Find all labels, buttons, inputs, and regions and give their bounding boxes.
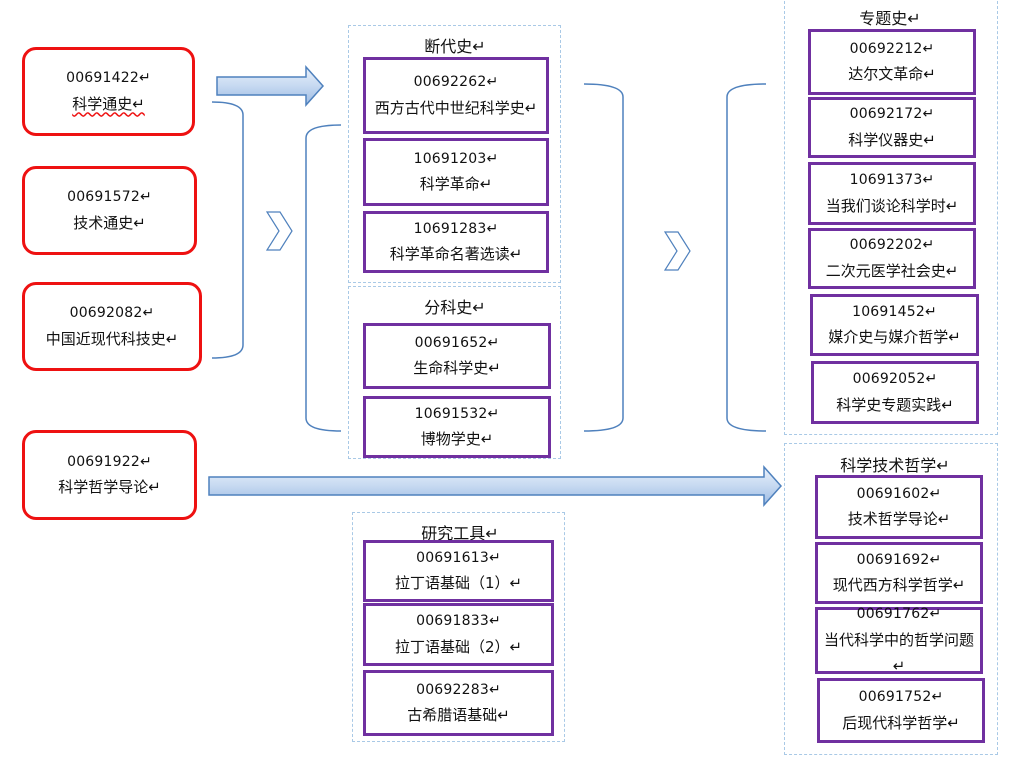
course-code: 00691652↵ xyxy=(414,334,500,351)
course-name: 科学革命名著选读↵ xyxy=(389,245,523,264)
course-name: 当我们谈论科学时↵ xyxy=(825,196,959,215)
course-box: 00691762↵ 当代科学中的哲学问题↵ xyxy=(815,606,983,675)
course-name: 现代西方科学哲学↵ xyxy=(832,576,966,595)
group-research-tools xyxy=(352,512,565,742)
course-box: 00692262↵ 西方古代中世纪科学史↵ xyxy=(363,57,549,134)
course-code: 00692212↵ xyxy=(849,40,935,57)
intro-course: 00692082↵ 中国近现代科技史↵ xyxy=(22,282,202,371)
course-name: 拉丁语基础（1）↵ xyxy=(394,574,523,593)
course-name: 科学仪器史↵ xyxy=(848,130,936,149)
course-box: 10691452↵ 媒介史与媒介哲学↵ xyxy=(810,294,979,356)
course-name: 技术哲学导论↵ xyxy=(847,510,951,529)
course-code: 00691922↵ xyxy=(67,453,152,470)
course-box: 00692212↵ 达尔文革命↵ xyxy=(808,29,976,95)
course-name: 媒介史与媒介哲学↵ xyxy=(828,328,961,347)
course-box: 10691532↵ 博物学史↵ xyxy=(363,396,551,458)
course-name: 科学哲学导论↵ xyxy=(58,478,161,497)
course-code: 00691602↵ xyxy=(856,485,942,502)
course-code: 10691452↵ xyxy=(852,303,937,320)
bracket-history-open xyxy=(305,124,342,432)
course-code: 00692052↵ xyxy=(852,371,938,388)
course-name: 古希腊语基础↵ xyxy=(407,706,510,725)
course-code: 10691203↵ xyxy=(413,150,499,167)
course-code: 00691422↵ xyxy=(66,70,151,87)
course-code: 00692082↵ xyxy=(69,305,155,322)
arrow-intro-to-philosophy xyxy=(208,465,783,507)
bracket-history-close xyxy=(583,83,624,432)
intro-course: 00691422↵ 科学通史↵ xyxy=(22,47,195,136)
course-box: 00692172↵ 科学仪器史↵ xyxy=(808,97,976,158)
group-disciplinary-history xyxy=(348,286,561,459)
course-name: 科学革命↵ xyxy=(419,175,493,194)
course-box: 00691602↵ 技术哲学导论↵ xyxy=(815,475,983,539)
course-name: 西方古代中世纪科学史↵ xyxy=(374,98,538,117)
course-code: 00691752↵ xyxy=(858,689,944,706)
course-name: 技术通史↵ xyxy=(73,213,146,232)
bracket-topics-open xyxy=(726,83,767,432)
course-code: 00692262↵ xyxy=(413,74,499,91)
course-code: 10691532↵ xyxy=(414,405,500,422)
course-name: 生命科学史↵ xyxy=(413,359,501,378)
group-title: 科学技术哲学↵ xyxy=(820,452,970,476)
group-title: 专题史↵ xyxy=(840,5,940,29)
group-title: 分科史↵ xyxy=(400,294,510,318)
course-box: 00692052↵ 科学史专题实践↵ xyxy=(811,361,979,424)
group-special-topics xyxy=(784,0,998,435)
course-code: 00691692↵ xyxy=(856,551,942,568)
course-box: 00692202↵ 二次元医学社会史↵ xyxy=(808,228,976,289)
course-name: 拉丁语基础（2）↵ xyxy=(394,637,523,656)
course-box: 00691833↵ 拉丁语基础（2）↵ xyxy=(363,603,554,666)
course-code: 00692202↵ xyxy=(849,237,935,254)
arrow-intro-to-history xyxy=(216,65,325,107)
chevron-icon xyxy=(265,211,293,251)
course-box: 00691613↵ 拉丁语基础（1）↵ xyxy=(363,540,554,602)
course-code: 00691613↵ xyxy=(416,549,501,566)
course-code: 00691833↵ xyxy=(416,613,501,630)
course-box: 10691373↵ 当我们谈论科学时↵ xyxy=(808,162,976,225)
course-code: 00691762↵ xyxy=(856,606,942,622)
course-name: 中国近现代科技史↵ xyxy=(45,329,179,348)
chevron-icon xyxy=(663,231,691,271)
course-name: 当代科学中的哲学问题↵ xyxy=(823,630,974,675)
course-name: 二次元医学社会史↵ xyxy=(825,261,959,280)
course-box: 10691203↵ 科学革命↵ xyxy=(363,138,549,206)
course-code: 10691373↵ xyxy=(849,172,935,189)
intro-course: 00691922↵ 科学哲学导论↵ xyxy=(22,430,197,520)
course-name: 后现代科学哲学↵ xyxy=(842,713,960,732)
course-name: 科学通史↵ xyxy=(72,94,145,113)
course-code: 00692172↵ xyxy=(849,106,935,123)
course-box: 00692283↵ 古希腊语基础↵ xyxy=(363,670,554,736)
group-title: 断代史↵ xyxy=(400,33,510,57)
bracket-intro-group xyxy=(211,101,244,359)
course-box: 00691652↵ 生命科学史↵ xyxy=(363,323,551,389)
course-code: 10691283↵ xyxy=(413,220,499,237)
group-philosophy-of-science xyxy=(784,443,998,755)
course-box: 00691692↵ 现代西方科学哲学↵ xyxy=(815,542,983,604)
course-name: 达尔文革命↵ xyxy=(848,65,936,84)
intro-course: 00691572↵ 技术通史↵ xyxy=(22,166,197,255)
course-box: 00691752↵ 后现代科学哲学↵ xyxy=(817,678,985,743)
course-box: 10691283↵ 科学革命名著选读↵ xyxy=(363,211,549,273)
group-periodized-history xyxy=(348,25,561,283)
course-code: 00691572↵ xyxy=(67,189,152,206)
course-name: 博物学史↵ xyxy=(420,430,494,449)
course-name: 科学史专题实践↵ xyxy=(836,395,954,414)
course-code: 00692283↵ xyxy=(416,681,501,698)
